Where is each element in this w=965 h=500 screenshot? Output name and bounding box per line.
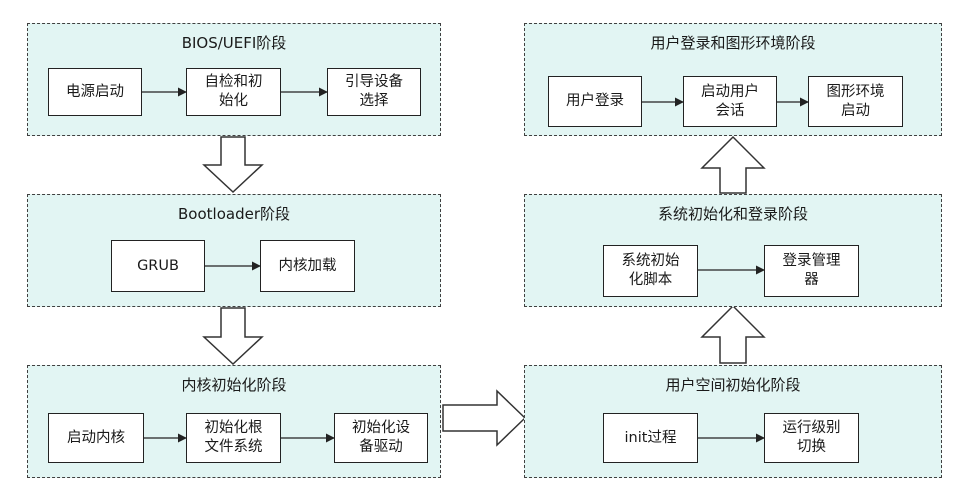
stage-title: 内核初始化阶段: [181, 376, 287, 394]
node-user-login: 用户登录: [548, 76, 642, 127]
node-graphics-start: 图形环境 启动: [808, 76, 903, 127]
stage-arrow-sysinit-login: [700, 135, 766, 194]
node-runlevel-switch: 运行级别 切换: [764, 413, 859, 463]
node-init-rootfs: 初始化根 文件系统: [186, 413, 281, 463]
node-init-drivers: 初始化设 备驱动: [334, 413, 428, 463]
node-grub: GRUB: [111, 240, 205, 292]
stage-title: 用户登录和图形环境阶段: [650, 34, 816, 52]
node-self-test-init: 自检和初 始化: [186, 68, 281, 116]
node-start-user-session: 启动用户 会话: [683, 76, 777, 127]
stage-title: BIOS/UEFI阶段: [181, 34, 287, 52]
node-power-on: 电源启动: [48, 68, 142, 116]
stage-system-init-login: 系统初始化和登录阶段: [524, 194, 942, 307]
stage-arrow-user-sysinit: [700, 304, 766, 364]
stage-arrow-kernel-user: [442, 389, 527, 447]
stage-arrow-boot-kernel: [202, 307, 264, 366]
stage-title: 系统初始化和登录阶段: [657, 205, 808, 223]
stage-title: Bootloader阶段: [178, 205, 290, 223]
node-login-manager: 登录管理 器: [764, 245, 859, 297]
node-kernel-load: 内核加载: [260, 240, 355, 292]
node-init-scripts: 系统初始 化脚本: [603, 245, 698, 297]
stage-user-space-init: 用户空间初始化阶段: [524, 365, 942, 478]
node-start-kernel: 启动内核: [48, 413, 144, 463]
stage-arrow-bios-boot: [202, 136, 264, 194]
stage-bootloader: Bootloader阶段: [27, 194, 441, 307]
stage-title: 用户空间初始化阶段: [665, 376, 801, 394]
node-boot-device-select: 引导设备 选择: [327, 68, 421, 116]
node-init-process: init过程: [603, 413, 698, 463]
